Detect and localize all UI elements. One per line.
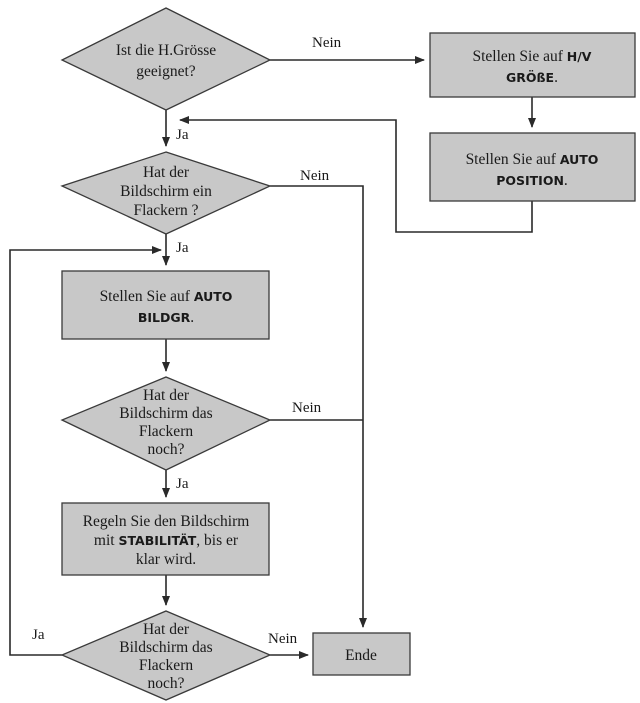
end-label: Ende xyxy=(345,647,377,664)
edge-q2-end xyxy=(270,185,367,628)
edge-q4-back xyxy=(9,246,162,656)
action-a1: Stellen Sie auf H/V GRÖßE. xyxy=(429,32,636,98)
q4-line-1: Hat der xyxy=(143,621,190,638)
a4-line-2: mit STABILITÄT, bis er xyxy=(94,532,239,549)
action-a2: Stellen Sie auf AUTO POSITION. xyxy=(429,132,636,202)
a4-line-1: Regeln Sie den Bildschirm xyxy=(83,513,250,530)
q3-line-2: Bildschirm das xyxy=(119,405,212,422)
edge-labels: Nein Ja Nein Ja Nein Ja Nein Ja xyxy=(32,35,342,647)
a1-line-2: GRÖßE. xyxy=(506,69,558,86)
a4-line-3: klar wird. xyxy=(136,551,196,568)
decision-q1: Ist die H.Grösse geeignet? xyxy=(60,7,272,111)
label-q2-no: Nein xyxy=(300,168,330,184)
label-q3-no: Nein xyxy=(292,400,322,416)
a1-line-1: Stellen Sie auf H/V xyxy=(473,48,592,65)
a3-line-2: BILDGR. xyxy=(138,309,194,326)
action-box xyxy=(429,132,636,202)
action-box xyxy=(61,270,270,340)
end-terminal: Ende xyxy=(312,632,411,676)
a3-line-1: Stellen Sie auf AUTO xyxy=(100,288,233,305)
edge-a2-back xyxy=(179,116,533,233)
label-q2-yes: Ja xyxy=(176,240,189,256)
a2-line-2: POSITION. xyxy=(496,172,568,189)
label-q4-yes: Ja xyxy=(32,627,45,643)
q4-line-2: Bildschirm das xyxy=(119,639,212,656)
action-a4: Regeln Sie den Bildschirm mit STABILITÄT… xyxy=(61,502,270,576)
action-a3: Stellen Sie auf AUTO BILDGR. xyxy=(61,270,270,340)
q2-line-2: Bildschirm ein xyxy=(120,183,212,200)
decision-q2: Hat der Bildschirm ein Flackern ? xyxy=(60,151,272,235)
decision-diamond xyxy=(60,376,272,471)
q3-line-1: Hat der xyxy=(143,387,190,404)
q1-line-2: geeignet? xyxy=(136,63,196,80)
q3-line-4: noch? xyxy=(147,441,184,458)
q4-line-3: Flackern xyxy=(139,657,193,674)
decision-q4: Hat der Bildschirm das Flackern noch? xyxy=(60,610,272,701)
decision-q3: Hat der Bildschirm das Flackern noch? xyxy=(60,376,272,471)
action-box xyxy=(61,502,270,576)
q2-line-3: Flackern ? xyxy=(134,202,199,219)
decision-diamond xyxy=(60,610,272,701)
q4-line-4: noch? xyxy=(147,675,184,692)
label-q4-no: Nein xyxy=(268,631,298,647)
q1-line-1: Ist die H.Grösse xyxy=(116,42,216,59)
label-q1-no: Nein xyxy=(312,35,342,51)
end-box xyxy=(312,632,411,676)
label-q1-yes: Ja xyxy=(176,127,189,143)
decision-diamond xyxy=(60,151,272,235)
decision-diamond xyxy=(60,7,272,111)
q2-line-1: Hat der xyxy=(143,164,190,181)
q3-line-3: Flackern xyxy=(139,423,193,440)
a2-line-1: Stellen Sie auf AUTO xyxy=(466,151,599,168)
label-q3-yes: Ja xyxy=(176,476,189,492)
action-box xyxy=(429,32,636,98)
connectors xyxy=(9,56,536,659)
